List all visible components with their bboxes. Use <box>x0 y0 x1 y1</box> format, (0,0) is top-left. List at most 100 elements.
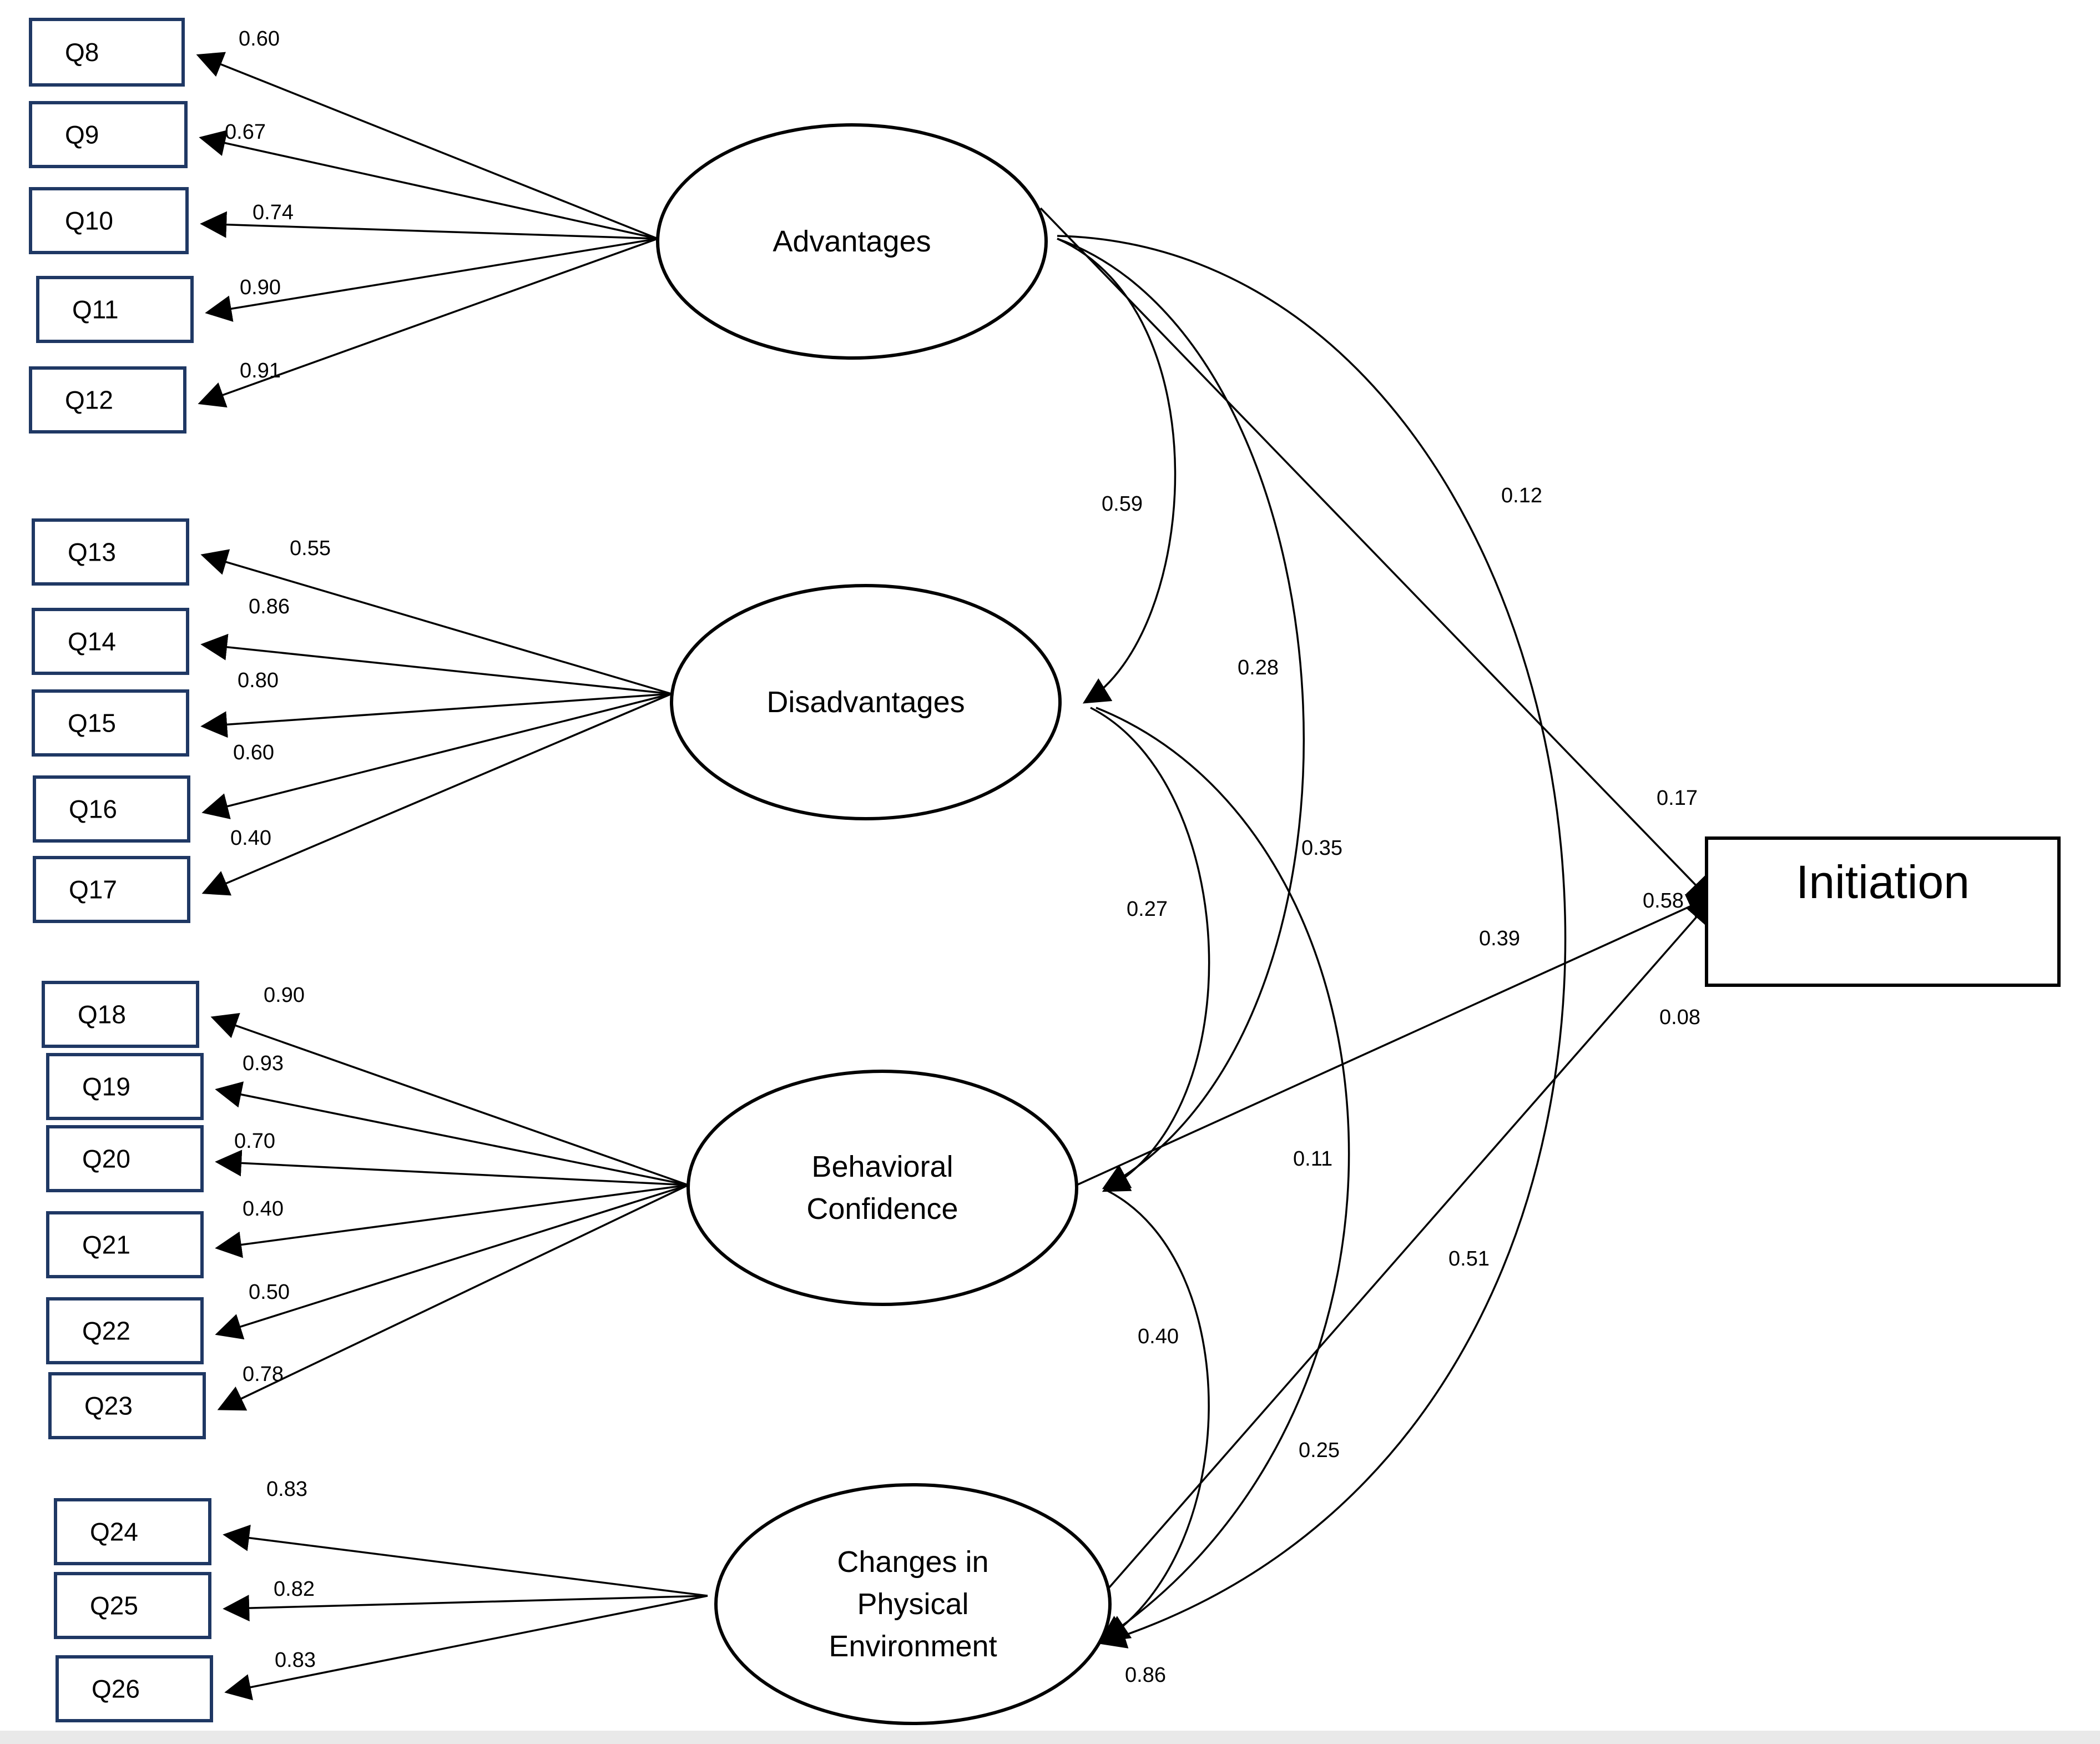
indicator-box-q19 <box>46 1053 204 1120</box>
factor-label-beh-2: Confidence <box>806 1192 958 1226</box>
loading-arrow-q26 <box>224 1595 708 1701</box>
path-value-8: 0.86 <box>1125 1664 1166 1687</box>
loading-arrow-q12 <box>198 238 658 408</box>
indicator-label-q8: Q8 <box>65 38 99 67</box>
indicator-box-q21 <box>46 1211 204 1278</box>
loading-value-q25: 0.82 <box>274 1577 315 1601</box>
loading-value-q14: 0.86 <box>249 595 290 618</box>
loading-arrow-q9 <box>199 130 658 240</box>
indicator-box-q18 <box>42 981 199 1048</box>
correlation-value-adv-chg: 0.12 <box>1501 484 1542 507</box>
correlation-curve-beh-chg <box>1102 1189 1210 1642</box>
path-value-6: 0.51 <box>1448 1247 1490 1271</box>
correlation-value-dis-chg: 0.11 <box>1293 1147 1332 1171</box>
loading-value-q11: 0.90 <box>240 276 281 299</box>
correlation-value-dis-beh: 0.27 <box>1127 898 1168 921</box>
correlation-curve-adv-chg <box>1057 235 1567 1649</box>
indicator-label-q25: Q25 <box>90 1591 138 1620</box>
structural-path-2 <box>1076 894 1715 1186</box>
indicator-label-q18: Q18 <box>78 1000 126 1029</box>
loading-arrow-q25 <box>223 1595 708 1622</box>
factor-label-adv-1: Advantages <box>773 225 931 258</box>
indicator-label-q26: Q26 <box>92 1675 140 1703</box>
indicator-box-q23 <box>48 1372 206 1439</box>
path-value-1: 0.17 <box>1657 787 1698 810</box>
factor-ellipse-beh <box>686 1070 1078 1306</box>
loading-value-q13: 0.55 <box>290 537 331 560</box>
outcome-box-initiation <box>1705 836 2061 987</box>
indicator-label-q15: Q15 <box>68 709 116 738</box>
correlation-value-adv-dis: 0.59 <box>1102 492 1143 516</box>
path-value-2: 0.35 <box>1301 836 1342 860</box>
indicator-box-q12 <box>29 366 186 434</box>
indicator-label-q17: Q17 <box>69 875 117 904</box>
correlation-curve-adv-beh <box>1057 238 1305 1189</box>
factor-label-chg-1: Changes in <box>837 1545 988 1579</box>
indicator-box-q20 <box>46 1125 204 1192</box>
loading-arrow-q10 <box>200 211 658 240</box>
loading-arrow-q13 <box>200 549 672 695</box>
indicator-box-q13 <box>32 518 189 586</box>
indicator-label-q16: Q16 <box>69 795 117 824</box>
indicator-label-q24: Q24 <box>90 1518 138 1546</box>
loading-arrow-q8 <box>196 52 658 240</box>
loading-value-q9: 0.67 <box>225 120 266 144</box>
factor-ellipse-dis <box>670 584 1062 820</box>
factor-label-beh-1: Behavioral <box>811 1150 953 1183</box>
loading-arrow-q15 <box>200 693 672 738</box>
structural-path-3 <box>1103 897 1714 1594</box>
correlation-curve-dis-chg <box>1096 707 1350 1642</box>
outcome-label-initiation: Initiation <box>1796 856 1970 908</box>
indicator-label-q13: Q13 <box>68 538 116 567</box>
loading-arrow-q14 <box>200 633 672 695</box>
loading-value-q20: 0.70 <box>234 1130 275 1153</box>
loading-arrow-q21 <box>215 1184 689 1258</box>
correlation-curve-adv-dis <box>1057 238 1177 704</box>
indicator-box-q15 <box>32 689 189 757</box>
correlation-value-adv-beh: 0.28 <box>1238 656 1279 679</box>
loading-arrow-q16 <box>201 693 672 819</box>
indicator-label-q20: Q20 <box>82 1145 130 1173</box>
loading-value-q16: 0.60 <box>233 741 274 764</box>
loading-arrow-q11 <box>205 238 658 322</box>
factor-label-dis-1: Disadvantages <box>766 685 965 719</box>
indicator-box-q10 <box>29 187 189 254</box>
indicator-box-q11 <box>36 276 194 343</box>
loading-value-q15: 0.80 <box>238 669 279 692</box>
loading-value-q21: 0.40 <box>243 1197 284 1221</box>
path-value-3: 0.39 <box>1479 927 1520 950</box>
loading-value-q18: 0.90 <box>264 984 305 1007</box>
path-value-7: 0.25 <box>1299 1439 1340 1462</box>
loading-value-q10: 0.74 <box>253 201 294 224</box>
indicator-label-q21: Q21 <box>82 1231 130 1259</box>
factor-label-chg-2: Physical <box>857 1587 968 1621</box>
path-value-5: 0.58 <box>1643 889 1684 913</box>
indicator-box-q25 <box>54 1572 211 1639</box>
structural-path-1 <box>1039 207 1714 904</box>
loading-value-q8: 0.60 <box>239 27 280 51</box>
loading-arrow-q20 <box>215 1150 689 1186</box>
loading-value-q23: 0.78 <box>243 1363 284 1386</box>
indicator-label-q14: Q14 <box>68 627 116 656</box>
correlation-value-beh-chg: 0.40 <box>1138 1325 1179 1348</box>
indicator-label-q11: Q11 <box>72 295 119 324</box>
loading-value-q26: 0.83 <box>275 1649 316 1672</box>
loading-value-q17: 0.40 <box>230 826 271 850</box>
loading-arrow-q24 <box>223 1524 708 1597</box>
path-value-4: 0.08 <box>1659 1006 1700 1029</box>
factor-label-chg-3: Environment <box>829 1630 997 1663</box>
factor-ellipse-adv <box>656 123 1048 360</box>
loading-arrow-q22 <box>215 1184 689 1340</box>
factor-ellipse-chg <box>714 1483 1112 1725</box>
loading-value-q24: 0.83 <box>266 1478 307 1501</box>
indicator-label-q23: Q23 <box>84 1392 133 1420</box>
indicator-label-q22: Q22 <box>82 1317 130 1345</box>
correlation-curve-dis-beh <box>1090 707 1210 1192</box>
loading-arrow-q23 <box>217 1184 689 1411</box>
indicator-label-q19: Q19 <box>82 1072 130 1101</box>
indicator-box-q8 <box>29 18 185 87</box>
loading-value-q12: 0.91 <box>240 359 281 382</box>
indicator-box-q26 <box>55 1655 213 1722</box>
loading-arrow-q19 <box>215 1081 689 1186</box>
